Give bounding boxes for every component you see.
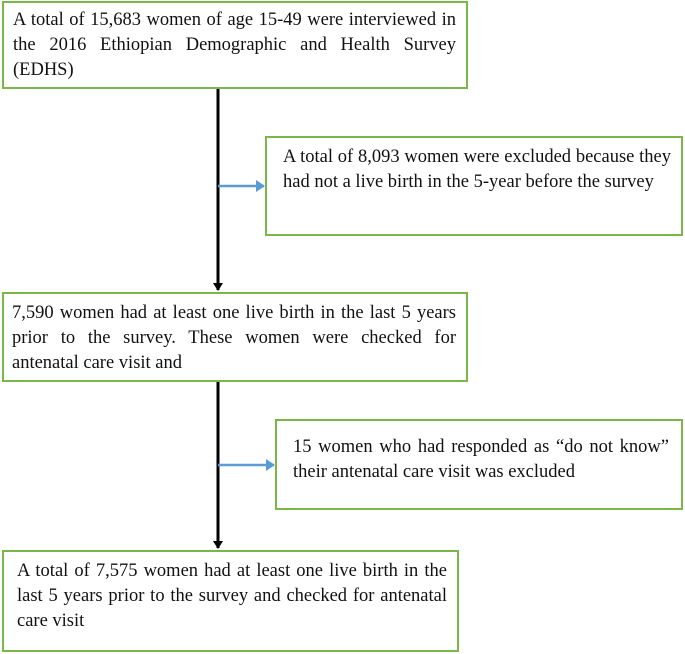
box-final-sample: A total of 7,575 women had at least one … <box>2 550 459 652</box>
box-women-with-live-birth: 7,590 women had at least one live birth … <box>2 292 468 382</box>
box-women-with-live-birth-text: 7,590 women had at least one live birth … <box>12 303 456 373</box>
box-excluded-do-not-know: 15 women who had responded as “do not kn… <box>275 419 683 510</box>
box-women-interviewed: A total of 15,683 women of age 15-49 wer… <box>2 1 468 89</box>
box-excluded-no-live-birth: A total of 8,093 women were excluded bec… <box>265 136 683 236</box>
box-women-interviewed-text: A total of 15,683 women of age 15-49 wer… <box>13 10 456 80</box>
box-excluded-no-live-birth-text: A total of 8,093 women were excluded bec… <box>283 147 671 192</box>
box-excluded-do-not-know-text: 15 women who had responded as “do not kn… <box>293 437 669 482</box>
box-final-sample-text: A total of 7,575 women had at least one … <box>17 561 447 631</box>
